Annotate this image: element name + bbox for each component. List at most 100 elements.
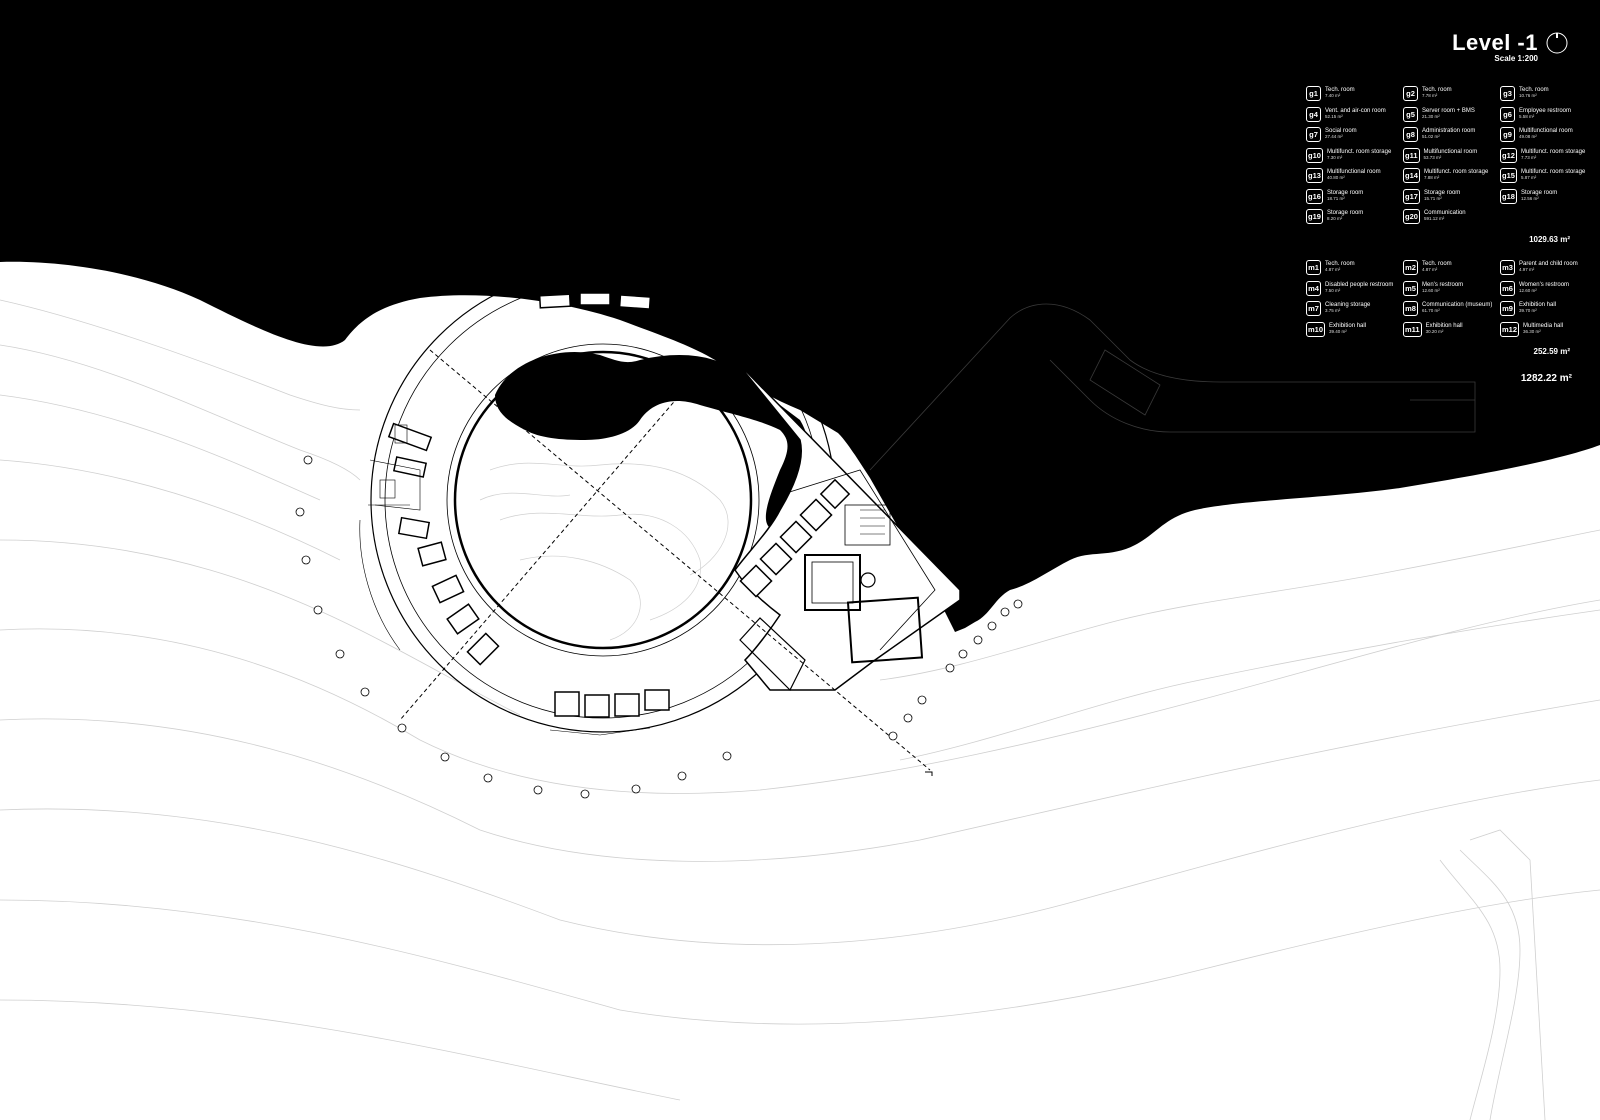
room-code-badge: m3 xyxy=(1500,260,1515,275)
page-title: Level -1 xyxy=(1452,30,1538,55)
ring-rooms xyxy=(387,292,851,718)
room-name: Cleaning storage xyxy=(1325,302,1371,308)
room-name: Men's restroom xyxy=(1422,281,1464,288)
room-area: 12.60 m² xyxy=(1422,287,1440,293)
room-name: Administration room xyxy=(1422,128,1476,134)
room-name: Storage room xyxy=(1423,189,1461,196)
room-code-badge: g15 xyxy=(1500,168,1517,183)
room-name: Multimedia hall xyxy=(1523,322,1564,329)
building-tail xyxy=(734,359,961,692)
room-code-badge: g14 xyxy=(1403,168,1420,183)
room-code-badge: g13 xyxy=(1306,168,1323,183)
room-code-badge: g12 xyxy=(1500,147,1517,163)
room-name: Multifunct. room storage xyxy=(1326,148,1392,155)
room-code-badge: m12 xyxy=(1500,321,1520,337)
room-code-badge: g17 xyxy=(1403,188,1420,204)
room-area: 49.08 m² xyxy=(1519,134,1537,139)
room-code-badge: g2 xyxy=(1403,86,1418,101)
room-code-badge: m7 xyxy=(1306,301,1321,316)
room-area: 4.97 m² xyxy=(1519,267,1535,272)
room-area: 591.12 m² xyxy=(1423,216,1445,221)
room-name: Tech. room xyxy=(1519,87,1549,93)
room-code-badge: m10 xyxy=(1306,321,1326,337)
room-code-badge: g6 xyxy=(1500,106,1515,122)
room-code-badge: g8 xyxy=(1403,127,1418,142)
room-name: Server room + BMS xyxy=(1422,107,1475,114)
room-code-badge: g4 xyxy=(1306,106,1321,122)
room-code-badge: m11 xyxy=(1403,321,1422,337)
room-name: Tech. room xyxy=(1422,261,1452,267)
room-area: 51.02 m² xyxy=(1422,134,1440,139)
room-code-badge: g11 xyxy=(1403,147,1420,163)
room-name: Multifunct. room storage xyxy=(1520,169,1586,175)
room-name: Parent and child room xyxy=(1519,261,1578,267)
scale-label: Scale 1:200 xyxy=(1494,54,1538,63)
room-code-badge: g20 xyxy=(1403,209,1420,224)
contour-lines xyxy=(0,299,1600,1120)
room-name: Exhibition hall xyxy=(1329,322,1367,329)
room-area: 7.50 m² xyxy=(1325,287,1341,293)
room-area: 8.20 m² xyxy=(1326,216,1343,221)
room-name: Women's restroom xyxy=(1519,281,1570,288)
room-code-badge: g16 xyxy=(1306,188,1323,204)
room-area: 30.20 m² xyxy=(1425,328,1444,334)
room-code-badge: m1 xyxy=(1306,260,1321,275)
room-area: 10.76 m² xyxy=(1519,93,1537,98)
room-area: 27.44 m² xyxy=(1325,134,1343,139)
room-code-badge: g7 xyxy=(1306,127,1321,142)
room-area: 7.30 m² xyxy=(1326,154,1343,160)
legend-m-subtotal: 252.59 m² xyxy=(1533,347,1570,356)
grid-markers xyxy=(295,455,1023,799)
room-area: 21.30 m² xyxy=(1422,113,1440,119)
room-area: 4.87 m² xyxy=(1422,267,1438,272)
room-name: Multifunct. room storage xyxy=(1423,169,1489,175)
room-name: Multifunctional room xyxy=(1423,148,1478,155)
room-area: 36.30 m² xyxy=(1523,328,1541,334)
room-area: 53.73 m² xyxy=(1423,154,1442,160)
room-name: Social room xyxy=(1325,128,1357,134)
room-name: Storage room xyxy=(1520,189,1558,196)
room-code-badge: m4 xyxy=(1306,280,1321,296)
